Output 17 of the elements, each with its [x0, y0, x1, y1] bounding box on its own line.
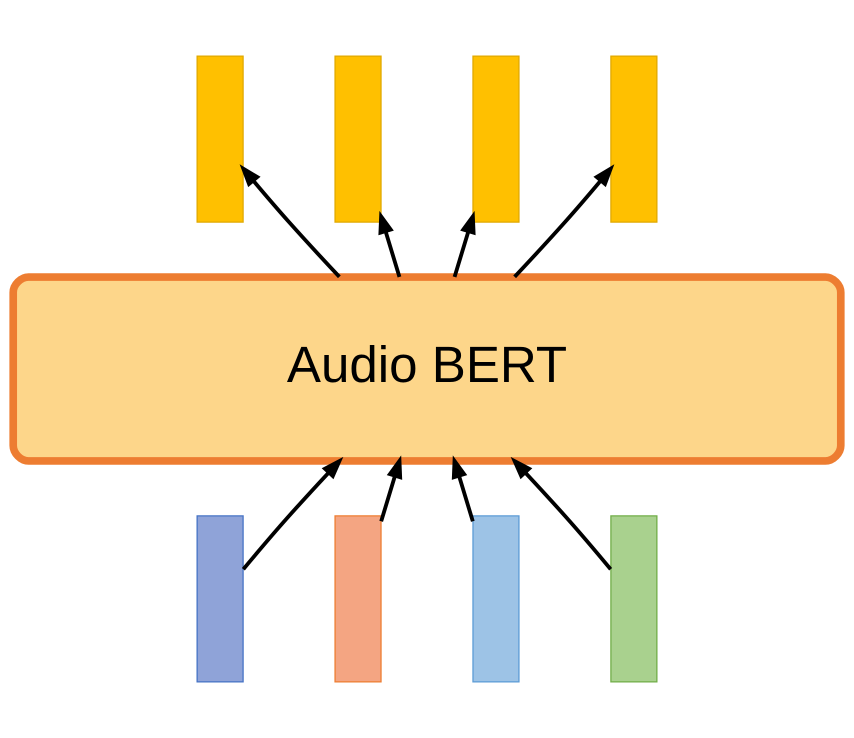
node-bar	[472, 515, 520, 683]
arrow	[378, 210, 402, 278]
node-bar	[610, 515, 658, 683]
node-bar	[472, 55, 520, 223]
arrow	[452, 210, 476, 278]
arrow	[510, 456, 612, 570]
node-bar	[196, 55, 244, 223]
node-bar	[334, 515, 382, 683]
arrow	[242, 456, 344, 570]
arrow	[240, 164, 341, 278]
node-box: Audio BERT	[9, 273, 845, 465]
node-bar	[610, 55, 658, 223]
arrow	[452, 455, 475, 522]
node-bar	[334, 55, 382, 223]
arrow	[513, 164, 614, 278]
arrow	[379, 455, 402, 522]
node-bar	[196, 515, 244, 683]
